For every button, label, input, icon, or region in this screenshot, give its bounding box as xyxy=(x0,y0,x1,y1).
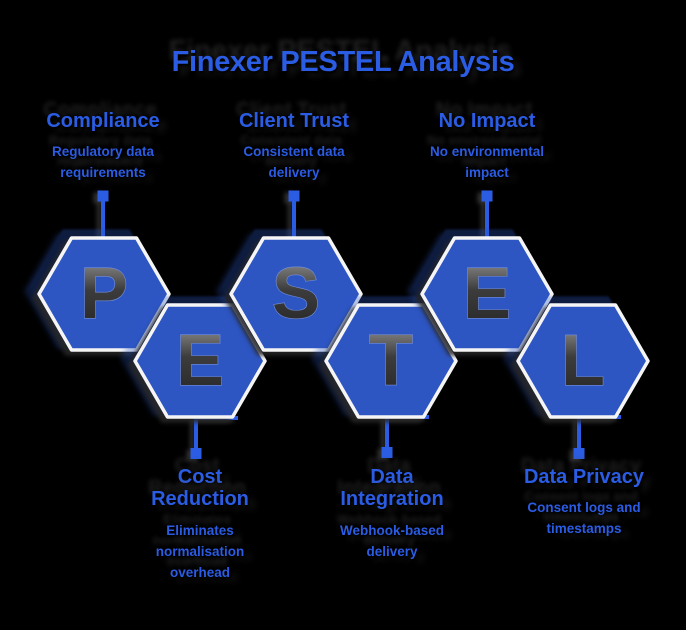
callout-data-privacy: Data Privacy Consent logs and timestamps xyxy=(509,466,659,540)
connector-compliance-to-p xyxy=(97,190,109,242)
hexagon-letter-p: P xyxy=(80,254,128,334)
hexagon-p: P xyxy=(37,236,171,352)
hexagon-shape xyxy=(133,303,267,419)
connector-line xyxy=(194,416,238,449)
hexagon-shape xyxy=(37,236,171,352)
hexagon-shape xyxy=(516,303,650,419)
connector-dot xyxy=(190,448,202,459)
callout-description: Consistent data delivery xyxy=(243,144,345,181)
connector-l-to-data-privacy xyxy=(573,415,621,459)
connector-dot xyxy=(481,190,493,202)
callout-heading: No Impact xyxy=(438,110,536,132)
callout-no-impact: No Impact No environmental impact xyxy=(421,110,553,184)
diagram-title: Finexer PESTEL Analysis xyxy=(171,46,515,78)
callout-description: Eliminates normalisation overhead xyxy=(155,522,245,580)
connector-e-to-cost-reduction xyxy=(190,416,238,459)
connector-dot xyxy=(97,190,109,202)
callout-heading: Data Privacy xyxy=(523,466,645,488)
hexagon-letter-e2: E xyxy=(463,254,511,334)
callout-description: Consent logs and timestamps xyxy=(527,500,641,537)
callout-heading: Cost Reduction xyxy=(151,466,249,511)
connector-dot xyxy=(573,448,585,459)
callout-heading: Client Trust xyxy=(238,110,349,132)
hexagon-s: S xyxy=(229,236,363,352)
connector-line xyxy=(385,415,429,448)
connector-t-to-data-integration xyxy=(381,415,429,458)
hexagon-shape xyxy=(229,236,363,352)
hexagon-shape xyxy=(420,236,554,352)
callout-compliance: Compliance Regulatory data requirements xyxy=(42,110,164,184)
connector-dot xyxy=(381,447,393,458)
callout-cost-reduction: Cost Reduction Eliminates normalisation … xyxy=(135,466,265,584)
connector-dot xyxy=(288,190,300,202)
hexagon-shape xyxy=(324,303,458,419)
hexagon-t: T xyxy=(324,303,458,419)
callout-description: No environmental impact xyxy=(429,144,545,181)
callout-description: Regulatory data requirements xyxy=(51,144,155,181)
hexagon-letter-s: S xyxy=(272,254,320,334)
callout-description: Webhook-based delivery xyxy=(339,522,444,559)
callout-heading: Data Integration xyxy=(340,466,444,511)
hexagon-e1: E xyxy=(133,303,267,419)
hexagon-e2: E xyxy=(420,236,554,352)
callout-heading: Compliance xyxy=(46,110,160,132)
connector-no-impact-to-e xyxy=(481,190,493,242)
hexagon-letter-l: L xyxy=(561,321,605,401)
callout-client-trust: Client Trust Consistent data delivery xyxy=(233,110,355,184)
hexagon-letter-e1: E xyxy=(176,321,224,401)
connector-client-trust-to-s xyxy=(288,190,300,242)
hexagon-letter-t: T xyxy=(369,321,413,401)
connector-line xyxy=(577,415,621,449)
hexagon-l: L xyxy=(516,303,650,419)
callout-data-integration: Data Integration Webhook-based delivery xyxy=(322,466,462,563)
